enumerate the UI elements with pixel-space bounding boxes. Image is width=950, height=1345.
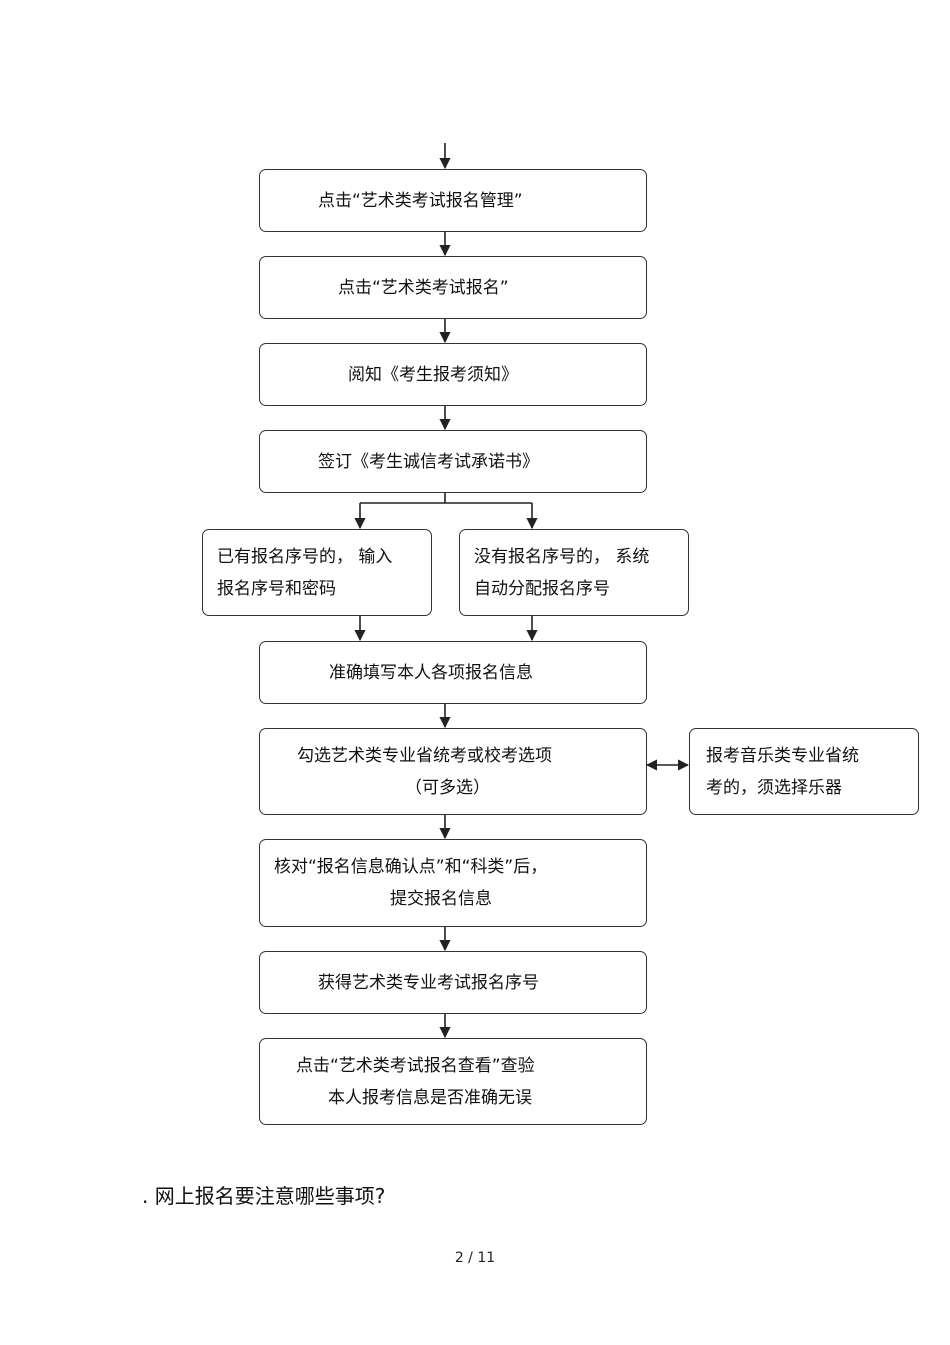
section-question: . 网上报名要注意哪些事项? bbox=[142, 1184, 386, 1208]
branch-has-number-line2: 报名序号和密码 bbox=[217, 578, 336, 599]
side-note-line2: 考的，须选择乐器 bbox=[706, 777, 842, 798]
side-note-line1: 报考音乐类专业省统 bbox=[706, 745, 859, 766]
branch-has-number-line1: 已有报名序号的， 输入 bbox=[217, 546, 393, 567]
branch-no-number-line2: 自动分配报名序号 bbox=[474, 578, 610, 599]
step-select-exam-options: 勾选艺术类专业省统考或校考选项 （可多选） bbox=[259, 728, 647, 815]
branch-no-number-line1: 没有报名序号的， 系统 bbox=[474, 546, 650, 567]
step-sign-pledge: 签订《考生诚信考试承诺书》 bbox=[259, 430, 647, 493]
step-select-exam-options-line1: 勾选艺术类专业省统考或校考选项 bbox=[297, 745, 552, 766]
step-sign-pledge-text: 签订《考生诚信考试承诺书》 bbox=[318, 451, 539, 472]
step-verify-submit-line2: 提交报名信息 bbox=[390, 889, 492, 909]
side-note-music-instrument: 报考音乐类专业省统 考的，须选择乐器 bbox=[689, 728, 919, 815]
step-get-number-text: 获得艺术类专业考试报名序号 bbox=[318, 972, 539, 993]
step-fill-info: 准确填写本人各项报名信息 bbox=[259, 641, 647, 704]
branch-has-number: 已有报名序号的， 输入 报名序号和密码 bbox=[202, 529, 432, 616]
step-select-exam-options-line2: （可多选） bbox=[405, 777, 490, 798]
step-art-exam-registration-text: 点击“艺术类考试报名” bbox=[338, 277, 509, 298]
step-read-notice: 阅知《考生报考须知》 bbox=[259, 343, 647, 406]
step-art-exam-registration: 点击“艺术类考试报名” bbox=[259, 256, 647, 319]
step-read-notice-text: 阅知《考生报考须知》 bbox=[348, 364, 518, 385]
step-get-number: 获得艺术类专业考试报名序号 bbox=[259, 951, 647, 1014]
branch-no-number: 没有报名序号的， 系统 自动分配报名序号 bbox=[459, 529, 689, 616]
step-view-verify-line1: 点击“艺术类考试报名查看”查验 bbox=[296, 1055, 535, 1076]
step-manage-registration-text: 点击“艺术类考试报名管理” bbox=[318, 190, 523, 211]
step-view-verify: 点击“艺术类考试报名查看”查验 本人报考信息是否准确无误 bbox=[259, 1038, 647, 1125]
step-view-verify-line2: 本人报考信息是否准确无误 bbox=[328, 1087, 532, 1108]
step-verify-submit: 核对“报名信息确认点”和“科类”后， 提交报名信息 bbox=[259, 839, 647, 927]
step-verify-submit-line1: 核对“报名信息确认点”和“科类”后， bbox=[274, 857, 548, 877]
page-number: 2 / 11 bbox=[454, 1250, 496, 1266]
step-manage-registration: 点击“艺术类考试报名管理” bbox=[259, 169, 647, 232]
step-fill-info-text: 准确填写本人各项报名信息 bbox=[329, 662, 533, 683]
